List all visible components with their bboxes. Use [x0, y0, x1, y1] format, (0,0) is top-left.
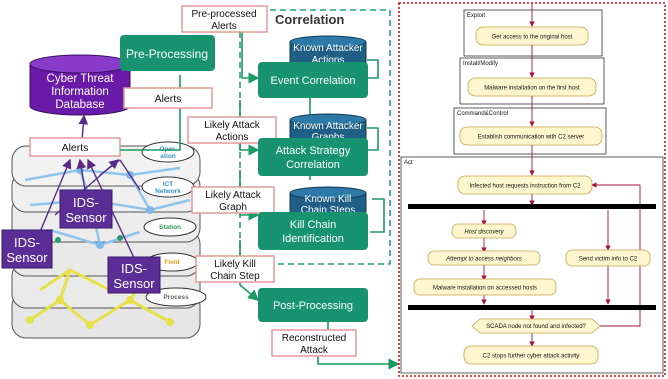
step-request: [457, 175, 593, 195]
step-send-info: [565, 249, 651, 267]
reconstructed-attack-label-2: Attack: [300, 345, 329, 356]
ids-sensor-label: IDS-: [14, 235, 40, 250]
likely-attack-graph-box: [191, 186, 275, 214]
step-c2: [459, 126, 603, 146]
known-kill-chain-label-2: Chain Steps: [301, 205, 355, 216]
step-neighbors: [427, 250, 541, 266]
lane-act-label: Act: [404, 160, 413, 166]
alerts-left-box: [29, 137, 121, 157]
ids-sensor-label: IDS-: [121, 261, 147, 276]
step-neighbors-label: Attempt to access neighbors: [445, 257, 522, 263]
likely-attack-graph-label: Likely Attack: [205, 190, 262, 201]
step-send-info-label: Send victim info to C2: [579, 257, 638, 263]
alerts-left-label: Alerts: [62, 142, 89, 154]
likely-kill-chain-step-box: [195, 255, 275, 283]
ids-sensor-label: Sensor: [65, 210, 107, 225]
step-discovery-label: Host discovery: [464, 230, 504, 236]
decision-label: SCADA node not found and infected?: [486, 324, 586, 330]
post-processing-label: Post-Processing: [273, 300, 353, 312]
preprocessed-alerts-box: [181, 5, 268, 33]
ids-sensor-label: Sensor: [113, 276, 155, 291]
fork-bar-1: [408, 204, 656, 209]
alerts-right-box: [123, 87, 213, 109]
likely-attack-graph-label-2: Graph: [219, 202, 247, 213]
pre-processing-label: Pre-Processing: [126, 47, 208, 61]
join-bar-1: [408, 305, 656, 310]
lane-exploit-label: Exploit: [467, 13, 485, 19]
ids-sensor-label: IDS-: [73, 195, 99, 210]
correlation-title: Correlation: [275, 12, 344, 27]
attack-strategy-node: [258, 138, 368, 176]
layer-station-label: Station: [159, 224, 181, 231]
step-stop: [463, 345, 599, 365]
ids-sensor-3: IDS- Sensor: [107, 256, 161, 294]
known-attacker-actions-label-2: Actions: [312, 55, 345, 66]
step-request-label: Infected host requests instruction from …: [469, 184, 581, 190]
step-malware-accessed: [413, 278, 557, 296]
likely-kill-chain-step-label-2: Chain Step: [210, 271, 260, 282]
post-processing-node: [258, 288, 368, 322]
step-discovery: [451, 223, 517, 239]
step-stop-label: C2 stops further cyber attack activity: [483, 354, 580, 360]
event-correlation-node: [258, 62, 368, 98]
step-exploit-label: Get access to the original host: [492, 35, 573, 41]
known-attacker-actions-label: Known Attacker: [293, 43, 363, 54]
ids-sensor-1: IDS- Sensor: [59, 189, 113, 229]
kill-chain-identification-label-2: Identification: [282, 233, 344, 245]
known-kill-chain-label: Known Kill: [305, 194, 352, 205]
known-attacker-graphs-label: Known Attacker: [293, 121, 363, 132]
ids-sensor-label: Sensor: [6, 250, 48, 265]
lane-install-label: Install/Modify: [463, 61, 498, 67]
decision-diamond: [471, 318, 601, 334]
likely-attack-actions-label: Likely Attack: [204, 120, 261, 131]
layer-field-label: Field: [164, 259, 179, 266]
preprocessed-alerts-label: Pre-processed: [191, 9, 256, 20]
reconstructed-attack-label: Reconstructed: [282, 333, 346, 344]
known-attacker-graphs-label-2: Graphs: [312, 132, 345, 143]
step-install-label: Malware installation on the first host: [484, 86, 580, 92]
kill-chain-identification-node: [258, 212, 368, 250]
db-label-line1: Cyber Threat: [47, 73, 115, 85]
db-label-line2: Information: [51, 86, 109, 98]
likely-attack-actions-label-2: Actions: [216, 132, 249, 143]
flow-arrows: [120, 29, 400, 370]
step-malware-accessed-label: Malware installation on accessed hosts: [433, 286, 537, 292]
layer-ict-label: ICT: [163, 181, 174, 188]
event-correlation-label: Event Correlation: [271, 75, 356, 87]
likely-kill-chain-step-label: Likely Kill: [214, 259, 256, 270]
layer-network-label: Network: [155, 188, 181, 195]
preprocessed-alerts-label-2: Alerts: [211, 21, 237, 32]
lane-c2-label: Command&Control: [457, 111, 508, 117]
db-label-line3: Database: [55, 99, 104, 111]
layer-operation-label-2: ation: [160, 153, 176, 160]
reconstructed-attack-box: [271, 329, 357, 357]
alerts-right-label: Alerts: [155, 93, 182, 105]
layer-process-label: Process: [163, 294, 189, 301]
step-c2-label: Establish communication with C2 server: [478, 135, 584, 141]
attack-strategy-label-2: Correlation: [286, 159, 340, 171]
cyber-threat-database: Cyber Threat Information Database: [29, 54, 131, 116]
ids-sensor-2: IDS- Sensor: [1, 229, 53, 269]
pre-processing-node: [120, 35, 215, 71]
known-attacker-actions-store: Known Attacker Actions: [289, 35, 367, 69]
kill-chain-identification-label: Kill Chain: [290, 219, 336, 231]
attack-strategy-label: Attack Strategy: [276, 145, 351, 157]
